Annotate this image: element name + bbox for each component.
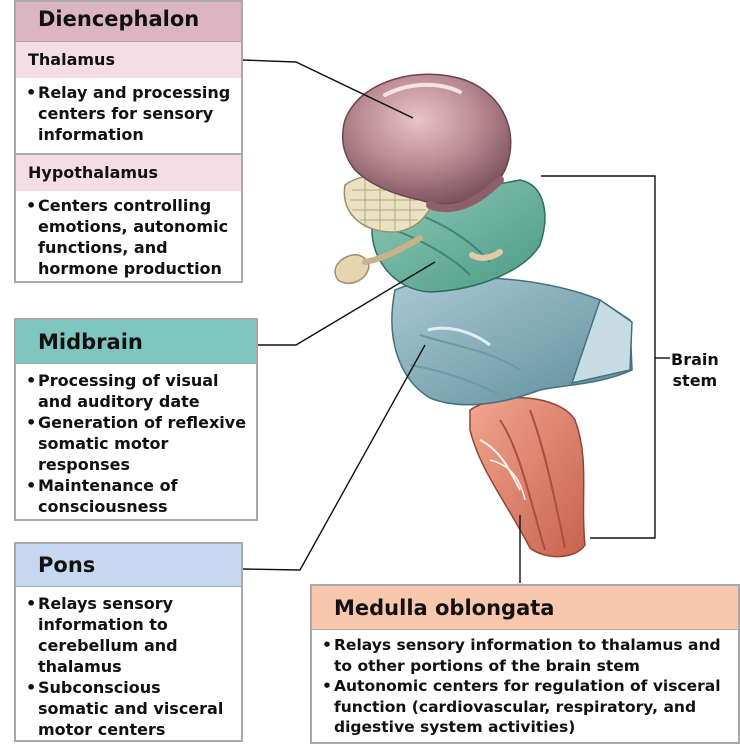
medulla-panel: Medulla oblongata Relays sensory informa… — [310, 584, 740, 744]
list-item: Generation of reflexive somatic motor re… — [16, 412, 256, 475]
medulla-title: Medulla oblongata — [312, 586, 738, 630]
brain-stem-label-line: Brain — [671, 349, 719, 370]
brain-stem-label-line: stem — [671, 370, 719, 391]
brain-stem-label: Brain stem — [671, 349, 719, 391]
medulla-shape — [470, 398, 585, 557]
list-item: Processing of visual and auditory date — [16, 370, 256, 412]
midbrain-panel: Midbrain Processing of visual and audito… — [14, 318, 258, 521]
list-item: Maintenance of consciousness — [16, 475, 256, 517]
thalamus-list: Relay and processing centers for sensory… — [16, 78, 241, 153]
pons-title: Pons — [16, 544, 241, 587]
thalamus-heading: Thalamus — [16, 42, 241, 78]
pons-list: Relays sensory information to cerebellum… — [16, 587, 241, 740]
pons-panel: Pons Relays sensory information to cereb… — [14, 542, 243, 742]
midbrain-list: Processing of visual and auditory date G… — [16, 364, 256, 517]
hypothalamus-heading: Hypothalamus — [16, 155, 241, 191]
medulla-list: Relays sensory information to thalamus a… — [312, 630, 738, 738]
pons-shape — [392, 278, 632, 405]
list-item: Centers controlling emotions, autonomic … — [16, 195, 241, 279]
diencephalon-title: Diencephalon — [16, 2, 241, 42]
pons-leader — [243, 345, 425, 570]
list-item: Relay and processing centers for sensory… — [16, 82, 241, 145]
list-item: Autonomic centers for regulation of visc… — [312, 676, 732, 738]
list-item: Relays sensory information to thalamus a… — [312, 635, 732, 676]
hypothalamus-list: Centers controlling emotions, autonomic … — [16, 191, 241, 279]
list-item: Relays sensory information to cerebellum… — [16, 593, 235, 677]
diencephalon-panel: Diencephalon Thalamus Relay and processi… — [14, 0, 243, 283]
midbrain-title: Midbrain — [16, 320, 256, 364]
list-item: Subconscious somatic and visceral motor … — [16, 677, 235, 740]
